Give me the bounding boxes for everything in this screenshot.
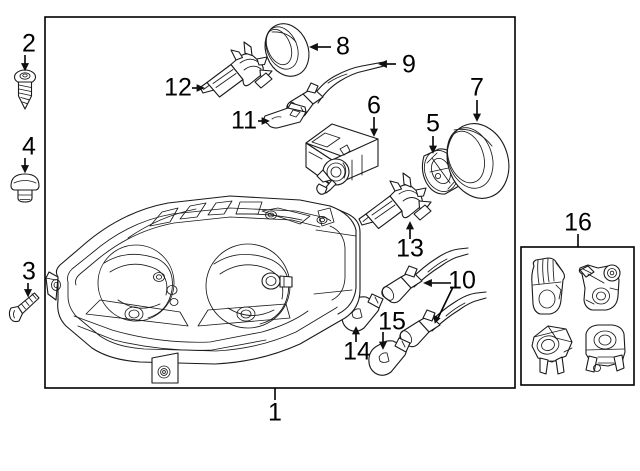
part-tapping-screw	[13, 69, 37, 110]
callout-5-group[interactable]: 5	[426, 110, 440, 154]
bracket-lower-left	[531, 325, 573, 375]
part-push-clip-grommet	[10, 173, 40, 203]
bracket-lower-right	[585, 324, 626, 373]
callout-label-5: 5	[426, 110, 440, 138]
callout-15-group[interactable]: 15	[378, 308, 406, 350]
part-bulb-socket-pigtail-lower	[399, 291, 487, 348]
callout-10-group[interactable]: 10	[423, 267, 476, 324]
part-bulb-socket-pigtail-upper	[381, 247, 469, 304]
callout-label-3: 3	[22, 258, 36, 286]
bracket-upper-right	[578, 264, 621, 311]
callout-2-group[interactable]: 2	[20, 30, 36, 72]
part-halogen-bulb-right	[358, 172, 432, 230]
part-access-cover-small	[264, 23, 310, 77]
callout-14-group[interactable]: 14	[343, 326, 371, 366]
callout-label-4: 4	[22, 133, 36, 161]
callout-6-group[interactable]: 6	[367, 92, 381, 137]
callout-3-group[interactable]: 3	[22, 258, 36, 298]
part-signal-bulb-lower	[368, 337, 411, 376]
callout-12-group[interactable]: 12	[164, 74, 205, 102]
callout-label-13: 13	[396, 235, 424, 263]
callout-label-8: 8	[336, 33, 350, 61]
part-wedge-base-bulb	[263, 102, 307, 129]
callout-1-group[interactable]: 1	[268, 388, 282, 427]
callout-8-group[interactable]: 8	[309, 33, 350, 61]
callout-13-group[interactable]: 13	[396, 221, 424, 263]
callout-7-group[interactable]: 7	[470, 74, 484, 122]
callout-label-1: 1	[268, 399, 282, 427]
part-leveling-motor	[305, 123, 379, 195]
part-halogen-bulb-left	[199, 41, 273, 98]
part-headlamp-assembly-body	[45, 195, 361, 384]
callout-label-15: 15	[378, 308, 406, 336]
callout-16-group[interactable]: 16	[564, 209, 592, 247]
callout-label-10: 10	[448, 267, 476, 295]
part-access-cover-large	[446, 123, 510, 199]
callout-9-group[interactable]: 9	[378, 51, 416, 79]
callout-label-9: 9	[402, 51, 416, 79]
part-mounting-screw	[8, 292, 40, 323]
bracket-upper-left	[531, 257, 566, 315]
callout-label-7: 7	[470, 74, 484, 102]
callout-label-11: 11	[231, 107, 257, 135]
callout-label-6: 6	[367, 92, 381, 120]
callout-label-16: 16	[564, 209, 592, 237]
callout-label-14: 14	[343, 338, 371, 366]
callout-label-2: 2	[22, 30, 36, 58]
callout-4-group[interactable]: 4	[20, 133, 36, 174]
callout-11-group[interactable]: 11	[231, 107, 270, 135]
callout-label-12: 12	[164, 74, 192, 102]
